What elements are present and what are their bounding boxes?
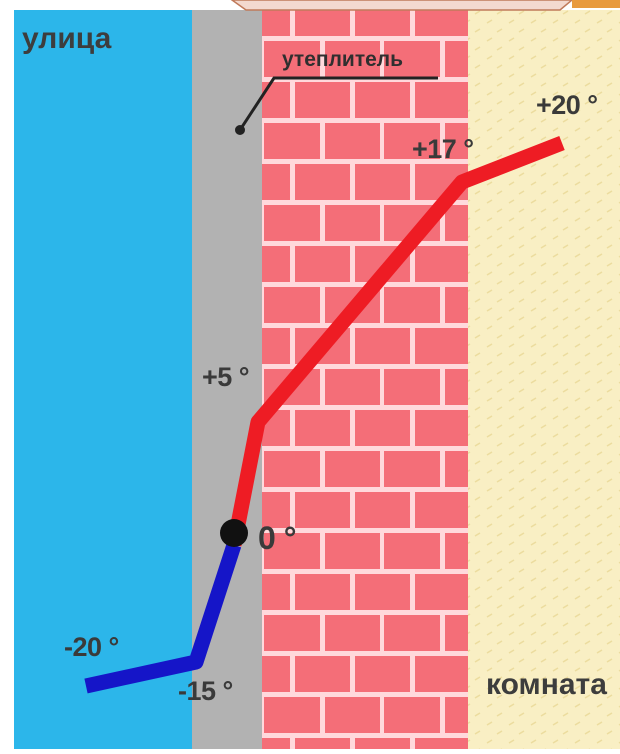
outside-zone — [14, 10, 192, 749]
cold-temperature-line — [84, 542, 242, 694]
temp-label-plus17: +17 ° — [412, 134, 474, 164]
warm-temperature-line — [226, 136, 565, 547]
temp-label-zero: 0 ° — [258, 520, 296, 556]
room-zone — [468, 10, 620, 749]
zero-point-marker — [220, 519, 248, 547]
temp-label-minus20: -20 ° — [64, 632, 119, 662]
insulation-leader-dot — [235, 125, 245, 135]
inside-label: комната — [486, 668, 607, 701]
outside-label: улица — [22, 22, 112, 55]
left-margin — [0, 0, 14, 749]
corner-decoration — [572, 0, 620, 8]
top-frame-decoration — [230, 0, 574, 11]
temp-label-minus15: -15 ° — [178, 676, 233, 706]
temp-label-plus5: +5 ° — [202, 362, 250, 392]
temp-label-plus20: +20 ° — [536, 90, 598, 120]
insulation-leader-line — [238, 76, 438, 131]
insulation-label: утеплитель — [282, 48, 404, 71]
